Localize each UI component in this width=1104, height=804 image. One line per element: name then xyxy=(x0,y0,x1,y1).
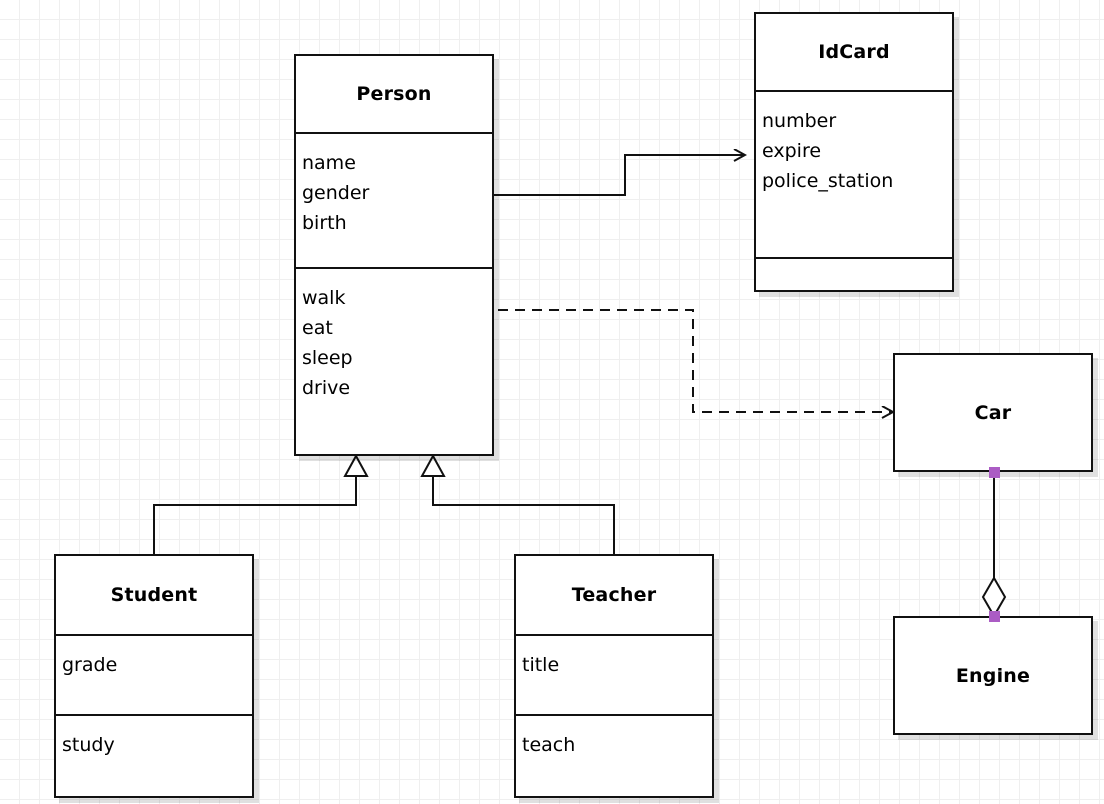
attribute-item: number xyxy=(762,110,837,132)
connector-person-idcard[interactable] xyxy=(494,155,745,196)
class-box-student[interactable]: Student grade study xyxy=(54,554,254,798)
attribute-item: gender xyxy=(302,182,370,204)
operations-compartment-person: walk eat sleep drive xyxy=(296,267,492,454)
attributes-compartment-person: name gender birth xyxy=(296,132,492,267)
class-name-car: Car xyxy=(974,401,1012,424)
operation-item: eat xyxy=(302,317,333,339)
connector-handle-engine-end[interactable] xyxy=(989,611,1000,622)
attributes-compartment-teacher: title xyxy=(516,634,712,714)
attribute-item: grade xyxy=(62,654,118,676)
connector-car-engine[interactable] xyxy=(981,472,1007,618)
class-name-idcard: IdCard xyxy=(818,41,890,63)
class-box-idcard[interactable]: IdCard number expire police_station xyxy=(754,12,954,292)
operations-compartment-teacher: teach xyxy=(516,714,712,798)
generalization-triangle xyxy=(420,453,446,477)
attribute-item: expire xyxy=(762,140,822,162)
operations-compartment-student: study xyxy=(56,714,252,798)
class-name-engine: Engine xyxy=(955,664,1031,687)
operations-compartment-idcard xyxy=(756,257,952,294)
operation-item: walk xyxy=(302,287,346,309)
connector-person-car[interactable] xyxy=(498,309,893,412)
attribute-item: title xyxy=(522,654,560,676)
attributes-compartment-student: grade xyxy=(56,634,252,714)
attributes-compartment-idcard: number expire police_station xyxy=(756,90,952,257)
operation-item: teach xyxy=(522,734,576,756)
class-name-person: Person xyxy=(356,83,432,105)
attribute-item: police_station xyxy=(762,170,894,192)
attribute-item: birth xyxy=(302,212,347,234)
class-box-teacher[interactable]: Teacher title teach xyxy=(514,554,714,798)
connector-teacher-person[interactable] xyxy=(420,453,615,554)
operation-item: sleep xyxy=(302,347,353,369)
class-name-student: Student xyxy=(110,584,198,606)
class-box-person[interactable]: Person name gender birth walk eat sleep … xyxy=(294,54,494,456)
class-box-engine[interactable]: Engine xyxy=(893,616,1093,735)
attribute-item: name xyxy=(302,152,356,174)
class-box-car[interactable]: Car xyxy=(893,353,1093,472)
connector-student-person[interactable] xyxy=(153,453,369,554)
generalization-triangle xyxy=(343,453,369,477)
class-name-teacher: Teacher xyxy=(571,584,657,606)
operation-item: study xyxy=(62,734,115,756)
connector-handle-car-end[interactable] xyxy=(989,467,1000,478)
operation-item: drive xyxy=(302,377,351,399)
